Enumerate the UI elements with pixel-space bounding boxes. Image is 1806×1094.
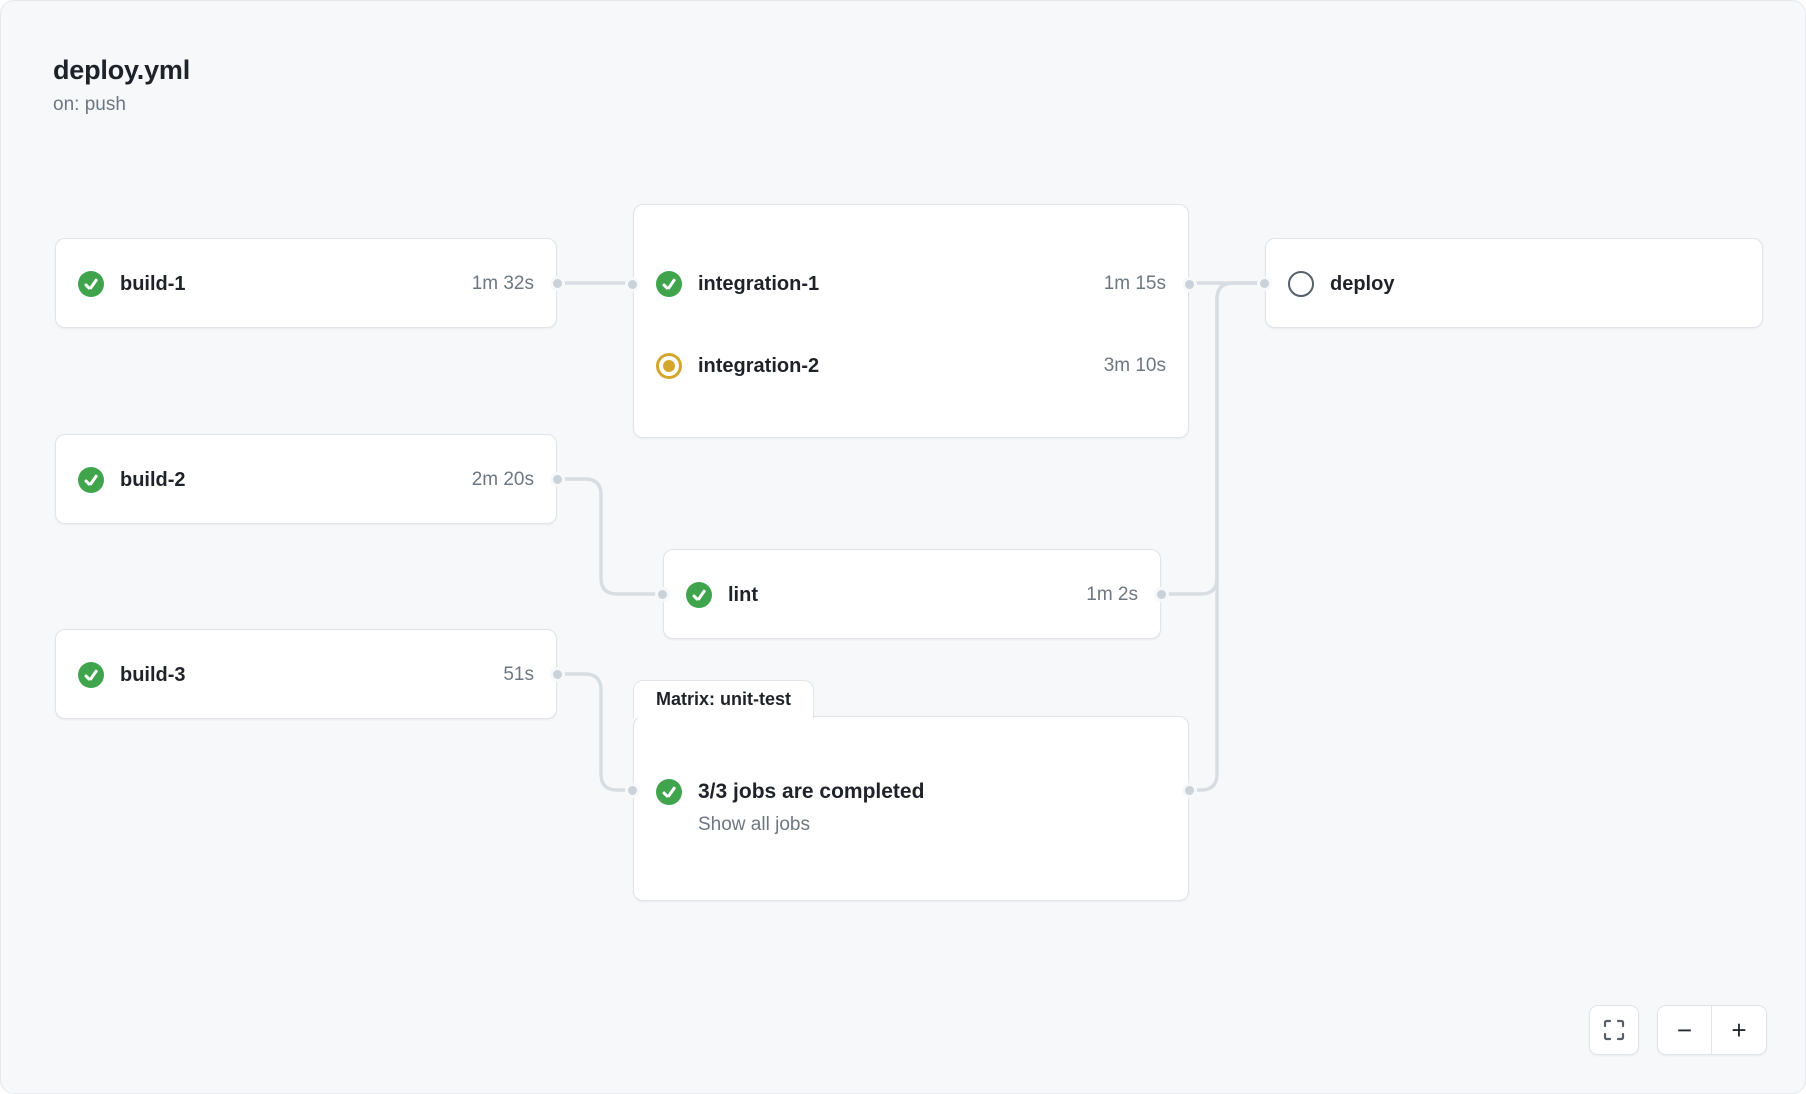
job-node-build-3[interactable]: build-3 51s xyxy=(55,629,565,719)
matrix-body: 3/3 jobs are completed Show all jobs xyxy=(634,717,1188,837)
input-port[interactable] xyxy=(1257,276,1272,291)
status-pending-icon xyxy=(1288,271,1314,297)
edge-build2-lint xyxy=(555,477,665,596)
output-port[interactable] xyxy=(550,667,565,682)
input-port[interactable] xyxy=(625,277,640,292)
job-node-build-2[interactable]: build-2 2m 20s xyxy=(55,434,565,524)
zoom-out-button[interactable]: − xyxy=(1658,1006,1712,1054)
matrix-text: 3/3 jobs are completed Show all jobs xyxy=(698,779,924,837)
job-group-matrix-unit-test[interactable]: Matrix: unit-test 3/3 jobs are completed… xyxy=(625,680,1197,901)
job-group-integration[interactable]: integration-1 1m 15s integration-2 3m 10… xyxy=(625,204,1197,438)
matrix-tab-label: Matrix: unit-test xyxy=(656,689,791,709)
fit-to-screen-button[interactable] xyxy=(1589,1005,1639,1055)
status-success-icon xyxy=(78,271,104,297)
job-name: lint xyxy=(728,583,758,606)
job-name: integration-2 xyxy=(698,354,820,377)
job-name: build-3 xyxy=(120,663,186,686)
job-name: build-1 xyxy=(120,272,186,295)
status-success-icon xyxy=(686,582,712,608)
job-duration: 1m 15s xyxy=(1103,273,1166,294)
output-port[interactable] xyxy=(1182,277,1197,292)
job-row[interactable]: deploy xyxy=(1266,262,1762,306)
edge-matrix-deploy xyxy=(1187,281,1267,792)
workflow-header: deploy.yml on: push xyxy=(53,53,190,119)
job-name: deploy xyxy=(1330,272,1395,295)
job-node-deploy[interactable]: deploy xyxy=(1257,238,1763,328)
output-port[interactable] xyxy=(550,472,565,487)
status-success-icon xyxy=(78,467,104,493)
job-row[interactable]: integration-2 3m 10s xyxy=(634,344,1188,388)
workflow-title: deploy.yml xyxy=(53,55,191,85)
workflow-trigger: on: push xyxy=(53,94,126,115)
job-row[interactable]: build-1 1m 32s xyxy=(56,262,556,306)
output-port[interactable] xyxy=(1154,587,1169,602)
job-duration: 51s xyxy=(503,664,534,685)
output-port[interactable] xyxy=(550,276,565,291)
job-row[interactable]: integration-1 1m 15s xyxy=(634,262,1188,306)
zoom-control-group[interactable]: − + xyxy=(1657,1005,1767,1055)
output-port[interactable] xyxy=(1182,783,1197,798)
job-node-lint[interactable]: lint 1m 2s xyxy=(655,549,1169,639)
job-name: build-2 xyxy=(120,468,186,491)
job-row[interactable]: lint 1m 2s xyxy=(664,573,1160,617)
zoom-in-button[interactable]: + xyxy=(1712,1006,1766,1054)
job-row[interactable]: build-2 2m 20s xyxy=(56,458,556,502)
show-all-jobs-link[interactable]: Show all jobs xyxy=(698,814,810,835)
status-running-icon xyxy=(656,353,682,379)
input-port[interactable] xyxy=(625,783,640,798)
status-success-icon xyxy=(78,662,104,688)
plus-icon: + xyxy=(1731,1015,1747,1045)
canvas-controls[interactable]: − + xyxy=(1589,1005,1767,1055)
input-port[interactable] xyxy=(655,587,670,602)
edge-build3-matrix xyxy=(555,672,635,792)
status-success-icon xyxy=(656,271,682,297)
matrix-summary: 3/3 jobs are completed xyxy=(698,780,925,803)
job-duration: 1m 2s xyxy=(1086,584,1138,605)
job-row[interactable]: build-3 51s xyxy=(56,653,556,697)
minus-icon: − xyxy=(1676,1015,1693,1045)
job-node-build-1[interactable]: build-1 1m 32s xyxy=(55,238,565,328)
matrix-tab[interactable]: Matrix: unit-test xyxy=(633,680,814,718)
job-duration: 2m 20s xyxy=(471,469,534,490)
job-duration: 3m 10s xyxy=(1103,355,1166,376)
status-success-icon xyxy=(656,779,682,805)
job-name: integration-1 xyxy=(698,272,820,295)
job-duration: 1m 32s xyxy=(471,273,534,294)
fit-screen-icon xyxy=(1603,1019,1625,1041)
